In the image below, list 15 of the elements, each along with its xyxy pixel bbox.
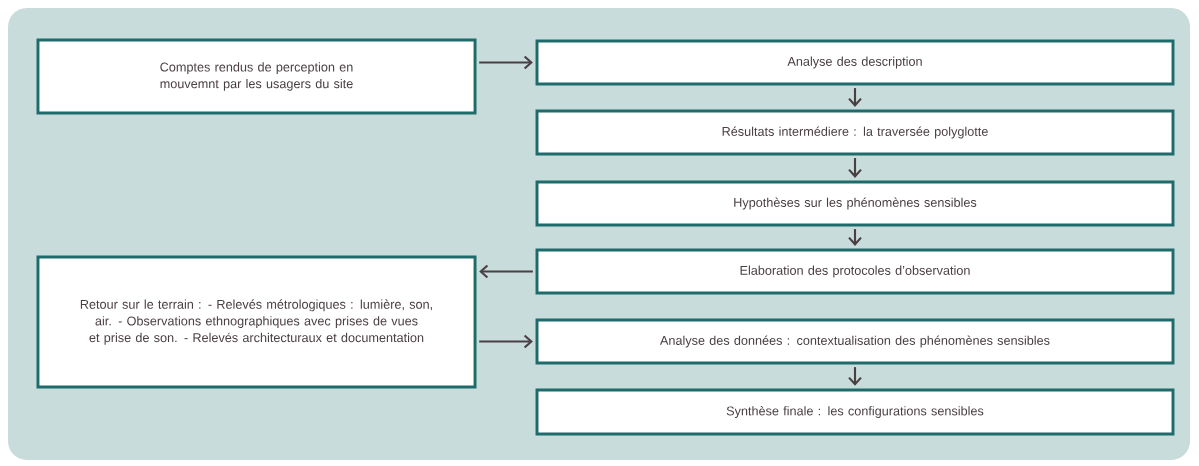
- process-box: Retour sur le terrain : - Relevés métrologiques : lumière, son, air. - Observations ethnographiques avec prises de vues et prise de son. - Relevés architecturaux et documentation: [36, 255, 477, 389]
- arrow: [848, 229, 862, 246]
- process-box: Elaboration des protocoles d’observation: [535, 248, 1175, 295]
- process-box: Résultats intermédiere : la traversée polyglotte: [535, 109, 1175, 156]
- arrow: [848, 158, 862, 178]
- process-box: Comptes rendus de perception en mouvemnt par les usagers du site: [36, 38, 477, 115]
- process-box: Analyse des description: [535, 39, 1175, 86]
- arrow: [479, 264, 533, 279]
- arrow: [848, 88, 862, 107]
- process-box: Synthèse finale : les configurations sensibles: [535, 388, 1175, 436]
- process-box: Analyse des données : contextualisation des phénomènes sensibles: [535, 318, 1175, 365]
- process-box: Hypothèses sur les phénomènes sensibles: [535, 180, 1175, 227]
- arrow: [848, 367, 862, 386]
- arrow: [479, 55, 533, 70]
- arrow: [479, 334, 533, 349]
